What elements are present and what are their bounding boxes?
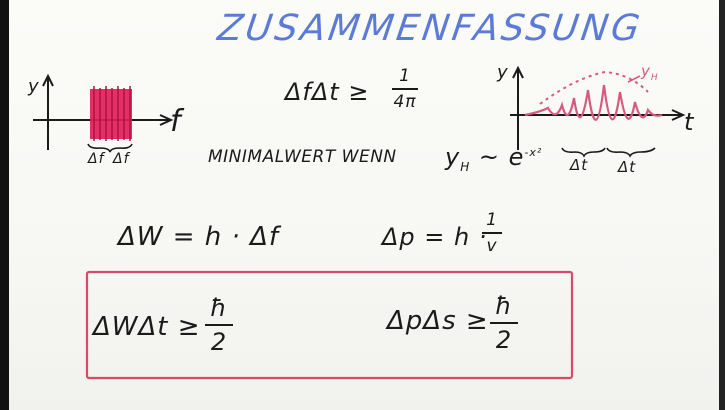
time-wavepacket-graph <box>510 65 686 158</box>
gaussian-exponent: -x² <box>524 146 543 159</box>
envelope-label-y: y <box>641 62 651 80</box>
gaussian-relation: yH ~ e-x² <box>445 143 542 174</box>
fraction-bar <box>490 322 518 324</box>
fraction-denominator: v <box>486 236 498 256</box>
freq-x-label: f <box>170 104 182 139</box>
freq-band-block <box>90 89 132 139</box>
freq-y-arrow <box>42 73 54 87</box>
fraction-bar <box>205 324 233 326</box>
momentum-space-uncertainty-lhs: ΔpΔs ≥ <box>387 306 489 336</box>
time-width-label-1: Δt <box>570 156 589 174</box>
envelope-label-sub: H <box>650 73 659 83</box>
wave-envelope <box>539 70 649 105</box>
gaussian-y-sub: H <box>460 159 471 174</box>
time-freq-inequality-lhs: ΔfΔt ≥ <box>285 78 370 106</box>
board-frame-left <box>0 0 9 410</box>
time-width-brace-right <box>606 147 656 158</box>
gaussian-y: y <box>445 143 461 171</box>
wave-packet-curve <box>524 84 663 121</box>
frequency-spectrum-graph <box>33 73 174 153</box>
energy-time-uncertainty-fraction: ħ 2 <box>205 294 233 356</box>
time-x-arrow <box>671 109 686 121</box>
fraction-numerator: ħ <box>210 294 228 322</box>
fraction-numerator: ħ <box>495 292 513 320</box>
time-width-label-2: Δt <box>618 158 637 176</box>
fraction-bar <box>392 88 418 90</box>
envelope-pointer <box>627 75 641 83</box>
fraction-denominator: 2 <box>495 326 513 354</box>
energy-frequency-relation: ΔW = h · Δf <box>118 222 280 252</box>
envelope-label: yH <box>641 62 659 83</box>
time-width-brace-left <box>561 147 606 158</box>
result-box <box>85 270 574 380</box>
fraction-numerator: 1 <box>486 210 498 230</box>
freq-width-label-2: Δf <box>113 151 130 167</box>
freq-x-arrow <box>159 114 174 126</box>
momentum-space-uncertainty-fraction: ħ 2 <box>490 292 518 354</box>
board-frame-right <box>719 0 725 410</box>
fraction-denominator: 2 <box>210 328 228 356</box>
freq-width-label-1: Δf <box>88 151 105 167</box>
fraction-bar <box>482 232 502 234</box>
freq-y-label: y <box>28 76 40 97</box>
freq-width-brace <box>87 143 133 153</box>
momentum-relation-lhs: Δp = h · <box>382 223 488 251</box>
freq-band-lines <box>93 86 131 141</box>
fraction-denominator: 4π <box>393 92 417 112</box>
minimum-condition-text: MINIMALWERT WENN <box>208 147 397 167</box>
time-y-label: y <box>497 62 509 83</box>
time-y-arrow <box>512 65 524 79</box>
gaussian-relation-sign: ~ e <box>478 143 525 171</box>
energy-time-uncertainty-lhs: ΔWΔt ≥ <box>93 312 201 342</box>
fraction-numerator: 1 <box>399 66 411 86</box>
time-freq-inequality-fraction: 1 4π <box>392 66 418 112</box>
time-x-label: t <box>684 108 695 136</box>
momentum-relation-fraction: 1 v <box>482 210 502 256</box>
